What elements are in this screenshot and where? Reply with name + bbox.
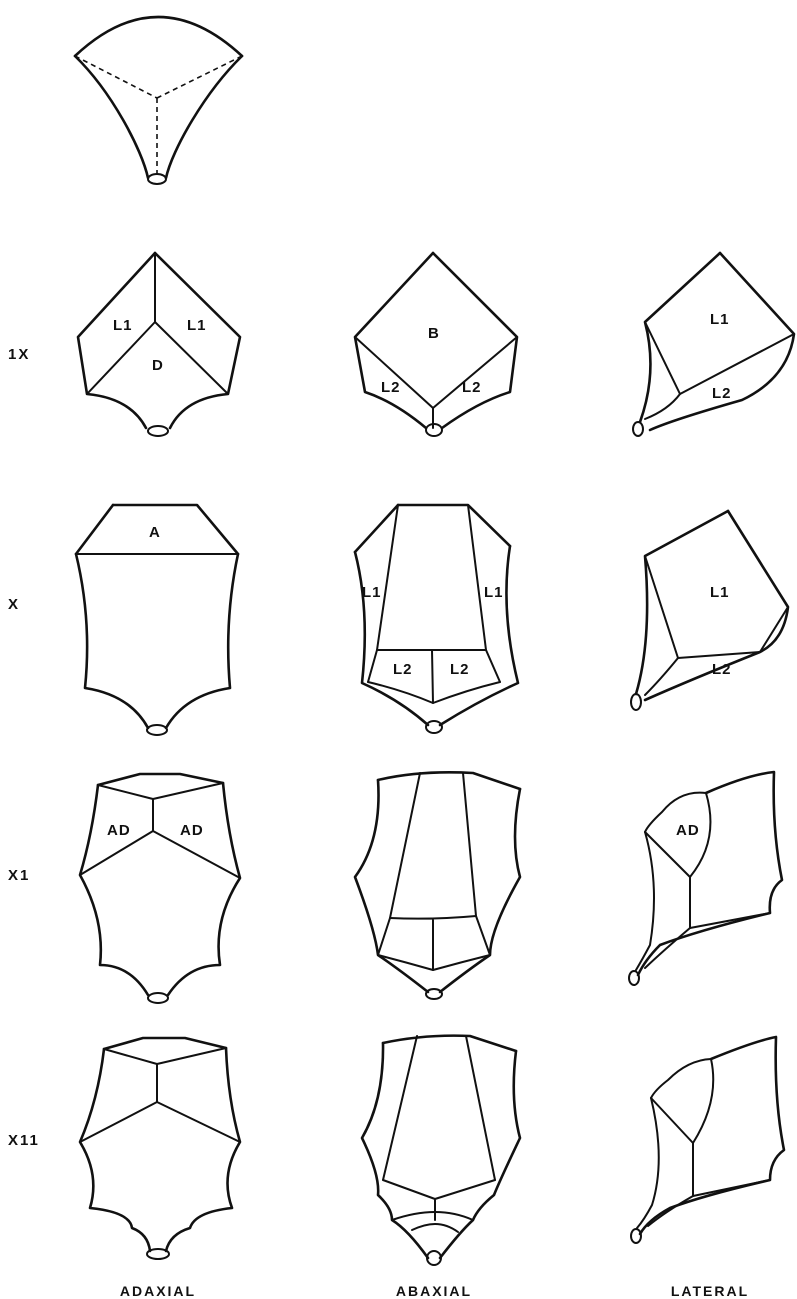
initial-cell-drawing (75, 17, 242, 184)
face-label-r3-adaxial-left: AD (107, 822, 131, 839)
face-label-r3-lateral: AD (676, 822, 700, 839)
face-label-r3-adaxial-right: AD (180, 822, 204, 839)
row-label-x: X (8, 596, 20, 613)
face-label-r2-adaxial-top: A (149, 524, 161, 541)
row-3-adaxial-drawing (80, 774, 240, 1003)
row-3-lateral-drawing (629, 772, 782, 985)
column-label-lateral: LATERAL (671, 1283, 749, 1299)
face-label-r2-abaxial-left: L1 (362, 584, 382, 601)
row-label-1x: 1X (8, 346, 30, 363)
row-2-abaxial-drawing (355, 505, 518, 733)
face-label-r2-abaxial-right: L1 (484, 584, 504, 601)
face-label-r1-adaxial-left: L1 (113, 317, 133, 334)
row-4-abaxial-drawing (362, 1036, 520, 1265)
row-1-lateral-drawing (633, 253, 794, 436)
face-label-r2-lateral-top: L1 (710, 584, 730, 601)
row-label-x11: X11 (8, 1132, 40, 1149)
face-label-r2-abaxial-bottom-left: L2 (393, 661, 413, 678)
face-label-r2-abaxial-bottom-right: L2 (450, 661, 470, 678)
row-1-adaxial-drawing (78, 253, 240, 436)
face-label-r1-abaxial-left: L2 (381, 379, 401, 396)
face-label-r2-lateral-bottom: L2 (712, 661, 732, 678)
face-label-r1-lateral-top: L1 (710, 311, 730, 328)
row-label-x1: X1 (8, 867, 30, 884)
face-label-r1-abaxial-right: L2 (462, 379, 482, 396)
column-label-abaxial: ABAXIAL (396, 1283, 472, 1299)
face-label-r1-adaxial-right: L1 (187, 317, 207, 334)
row-1-abaxial-drawing (355, 253, 517, 436)
row-2-lateral-drawing (631, 511, 788, 710)
row-4-lateral-drawing (631, 1037, 784, 1243)
row-3-abaxial-drawing (355, 772, 520, 999)
column-label-adaxial: ADAXIAL (120, 1283, 196, 1299)
face-label-r1-abaxial-top: B (428, 325, 440, 342)
row-4-adaxial-drawing (80, 1038, 240, 1259)
face-label-r1-lateral-bottom: L2 (712, 385, 732, 402)
face-label-r1-adaxial-bottom: D (152, 357, 164, 374)
